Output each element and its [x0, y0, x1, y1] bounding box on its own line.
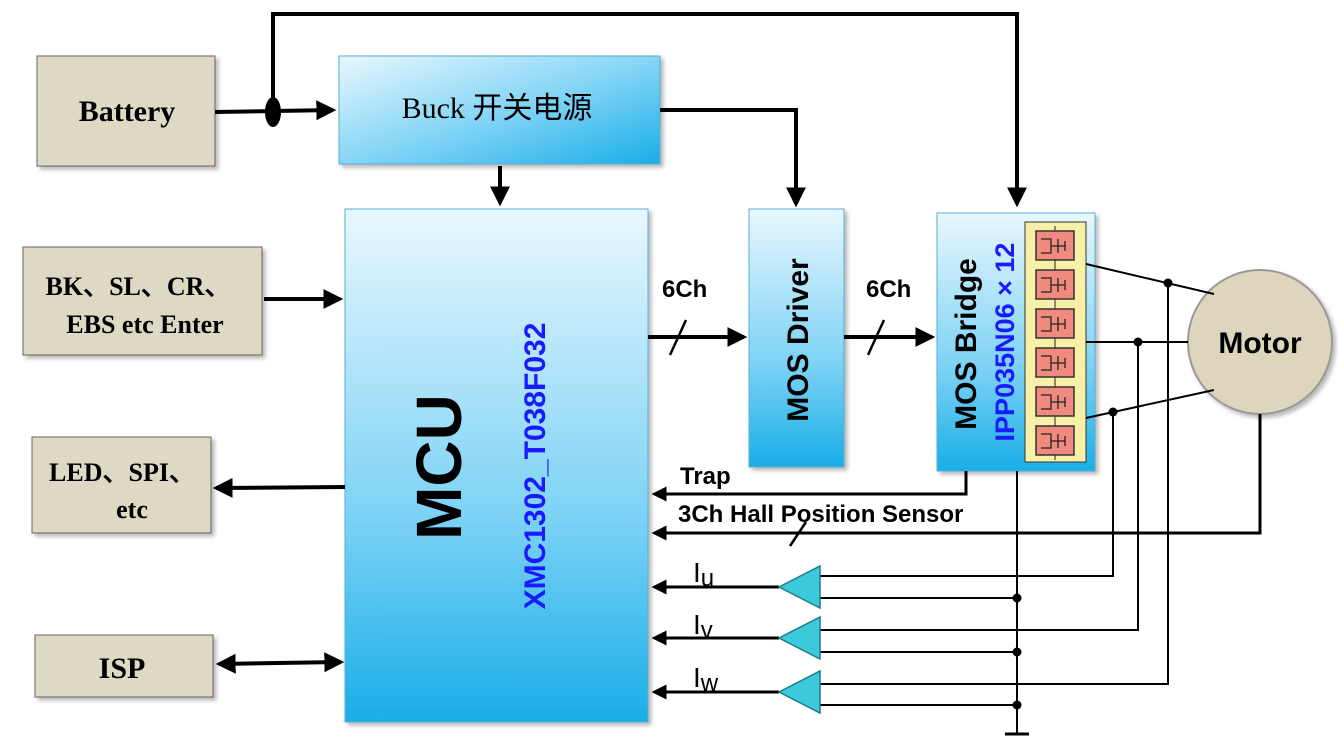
wire-junctions	[1012, 278, 1173, 710]
buck-label: Buck 开关电源	[402, 92, 593, 125]
mosfet-cell-icon	[1035, 347, 1075, 378]
inputs-label-line2: EBS etc Enter	[66, 310, 223, 339]
isp-block: ISP	[34, 634, 214, 698]
mosfet-cell-icon	[1035, 308, 1075, 339]
mos-bridge-block: MOS Bridge IPP035N06 × 12	[936, 212, 1096, 472]
opamp-v-icon	[777, 615, 821, 661]
label-6ch-driver-bridge: 6Ch	[866, 276, 911, 303]
opamp-w-icon	[777, 669, 821, 715]
mcu-block: MCU XMC1302_T038F032	[344, 208, 649, 723]
buck-block: Buck 开关电源	[338, 55, 661, 165]
label-iw: Iw	[693, 662, 719, 697]
mcu-title: MCU	[403, 394, 475, 540]
mosfet-array	[1035, 226, 1075, 460]
outputs-block: LED、SPI、 etc	[31, 436, 212, 534]
motor-block: Motor	[1187, 269, 1333, 415]
isp-label: ISP	[99, 652, 146, 685]
mos-bridge-label: MOS Bridge	[950, 258, 983, 430]
mos-driver-label: MOS Driver	[782, 258, 815, 422]
mosfet-cell-icon	[1035, 269, 1075, 300]
label-trap: Trap	[680, 463, 731, 490]
mos-driver-block: MOS Driver	[748, 208, 845, 468]
inputs-block: BK、SL、CR、 EBS etc Enter	[22, 246, 263, 356]
motor-label: Motor	[1218, 327, 1302, 360]
mosfet-cell-icon	[1035, 386, 1075, 417]
battery-block: Battery	[36, 55, 216, 167]
label-iv: Iv	[693, 609, 713, 644]
outputs-label-line1: LED、SPI、	[49, 458, 195, 487]
outputs-label-line2: etc	[116, 495, 148, 524]
mcu-part-number: XMC1302_T038F032	[519, 323, 552, 610]
mosfet-cell-icon	[1035, 230, 1075, 261]
mos-bridge-part: IPP035N06 × 12	[990, 243, 1020, 442]
battery-label: Battery	[79, 95, 176, 128]
opamp-u-icon	[777, 564, 821, 610]
mosfet-cell-icon	[1035, 425, 1075, 456]
inputs-label-line1: BK、SL、CR、	[46, 272, 231, 301]
signal-wiring	[212, 289, 936, 674]
label-6ch-mcu-driver: 6Ch	[662, 276, 707, 303]
label-hall-sensor: 3Ch Hall Position Sensor	[678, 501, 963, 528]
feedback-wiring	[651, 414, 1262, 700]
label-iu: Iu	[693, 557, 714, 592]
opamps	[777, 564, 821, 715]
battery-junction	[265, 97, 281, 127]
